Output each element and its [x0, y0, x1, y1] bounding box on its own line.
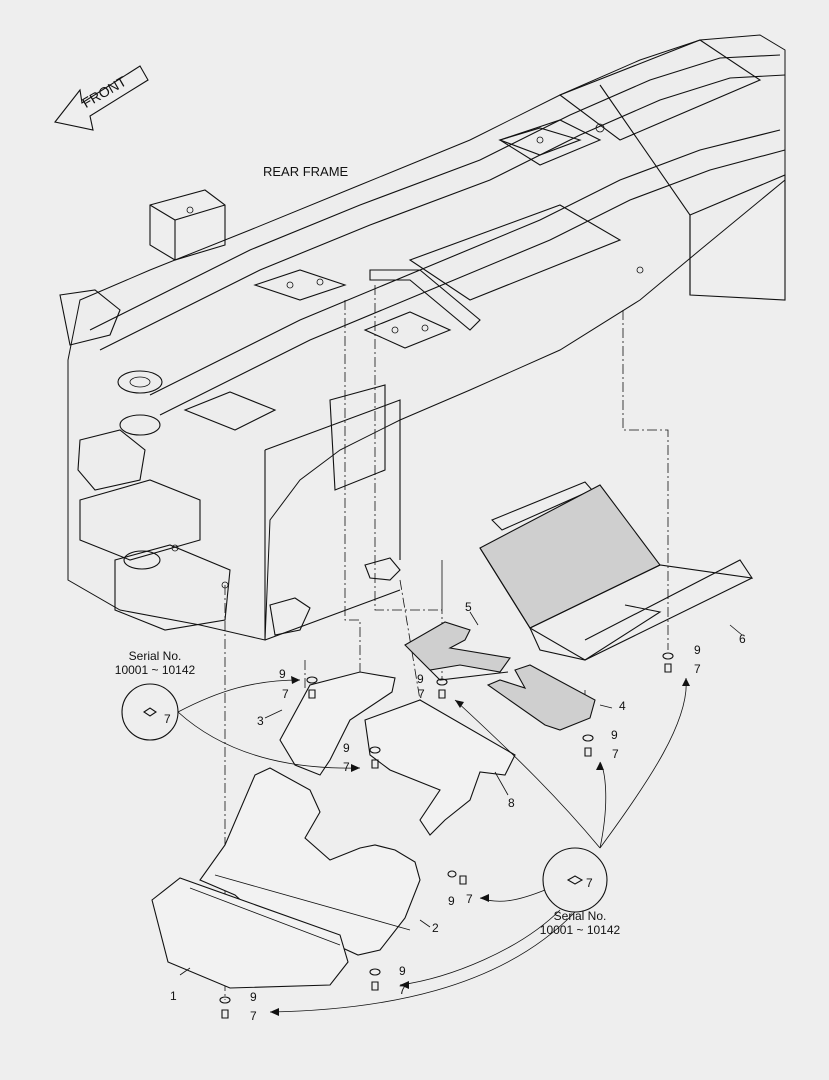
callout-6: 6 [739, 632, 746, 646]
callout-7-part1: 7 [250, 1009, 257, 1023]
bolt-icon [221, 1009, 229, 1019]
bolt-icon [459, 875, 467, 885]
callout-7-part5: 7 [418, 687, 425, 701]
serial-label-right: Serial No. 10001 ~ 10142 [535, 909, 625, 938]
serial-label-left: Serial No. 10001 ~ 10142 [110, 649, 200, 678]
callout-9-part8: 9 [343, 741, 350, 755]
callout-7-part2: 7 [399, 983, 406, 997]
serial-line2: 10001 ~ 10142 [539, 922, 621, 937]
diagram-title: REAR FRAME [263, 164, 349, 179]
callout-7-part6: 7 [694, 662, 701, 676]
washer-icon [447, 870, 457, 878]
leader-lines [177, 676, 690, 1016]
part-1-panel [151, 877, 349, 989]
callout-9-part6: 9 [694, 643, 701, 657]
serial-line1: Serial No. [128, 649, 182, 663]
washer-icon [369, 968, 381, 976]
part-6-cover [479, 481, 754, 661]
callout-7-left-circle: 7 [164, 712, 171, 726]
bolt-icon [438, 689, 446, 699]
callout-5: 5 [465, 600, 472, 614]
bolt-icon [308, 689, 316, 699]
serial-line1: Serial No. [553, 909, 607, 923]
bolt-icon [371, 981, 379, 991]
part-4-plate [486, 664, 596, 731]
washer-icon [436, 678, 448, 686]
callout-9-part3: 9 [279, 667, 286, 681]
callout-9-part2: 9 [399, 964, 406, 978]
fasteners [219, 652, 674, 1019]
callout-4: 4 [619, 699, 626, 713]
bolt-icon [584, 747, 592, 757]
callout-9-part4: 9 [611, 728, 618, 742]
washer-icon [582, 734, 594, 742]
part-5-channel [404, 621, 511, 681]
front-arrow-icon [54, 65, 149, 131]
detail-circle-right [542, 847, 608, 913]
callout-7-part4: 7 [612, 747, 619, 761]
callout-2: 2 [432, 921, 439, 935]
callout-7-right-circle: 7 [586, 876, 593, 890]
washer-icon [306, 676, 318, 684]
callout-leaders [179, 611, 743, 976]
callout-9-part5: 9 [417, 672, 424, 686]
callout-3: 3 [257, 714, 264, 728]
serial-line2: 10001 ~ 10142 [114, 662, 196, 677]
rear-frame-drawing [59, 34, 786, 641]
callout-7-part3: 7 [282, 687, 289, 701]
washer-icon [662, 652, 674, 660]
washer-icon [369, 746, 381, 754]
bolt-icon [371, 759, 379, 769]
callout-1: 1 [170, 989, 177, 1003]
washer-icon [219, 996, 231, 1004]
callout-7-part8: 7 [343, 760, 350, 774]
callout-9-part1: 9 [250, 990, 257, 1004]
bolt-icon [664, 663, 672, 673]
callout-9-center: 9 [448, 894, 455, 908]
callout-8: 8 [508, 796, 515, 810]
part-8-panel [364, 699, 516, 836]
callout-7-center: 7 [466, 892, 473, 906]
